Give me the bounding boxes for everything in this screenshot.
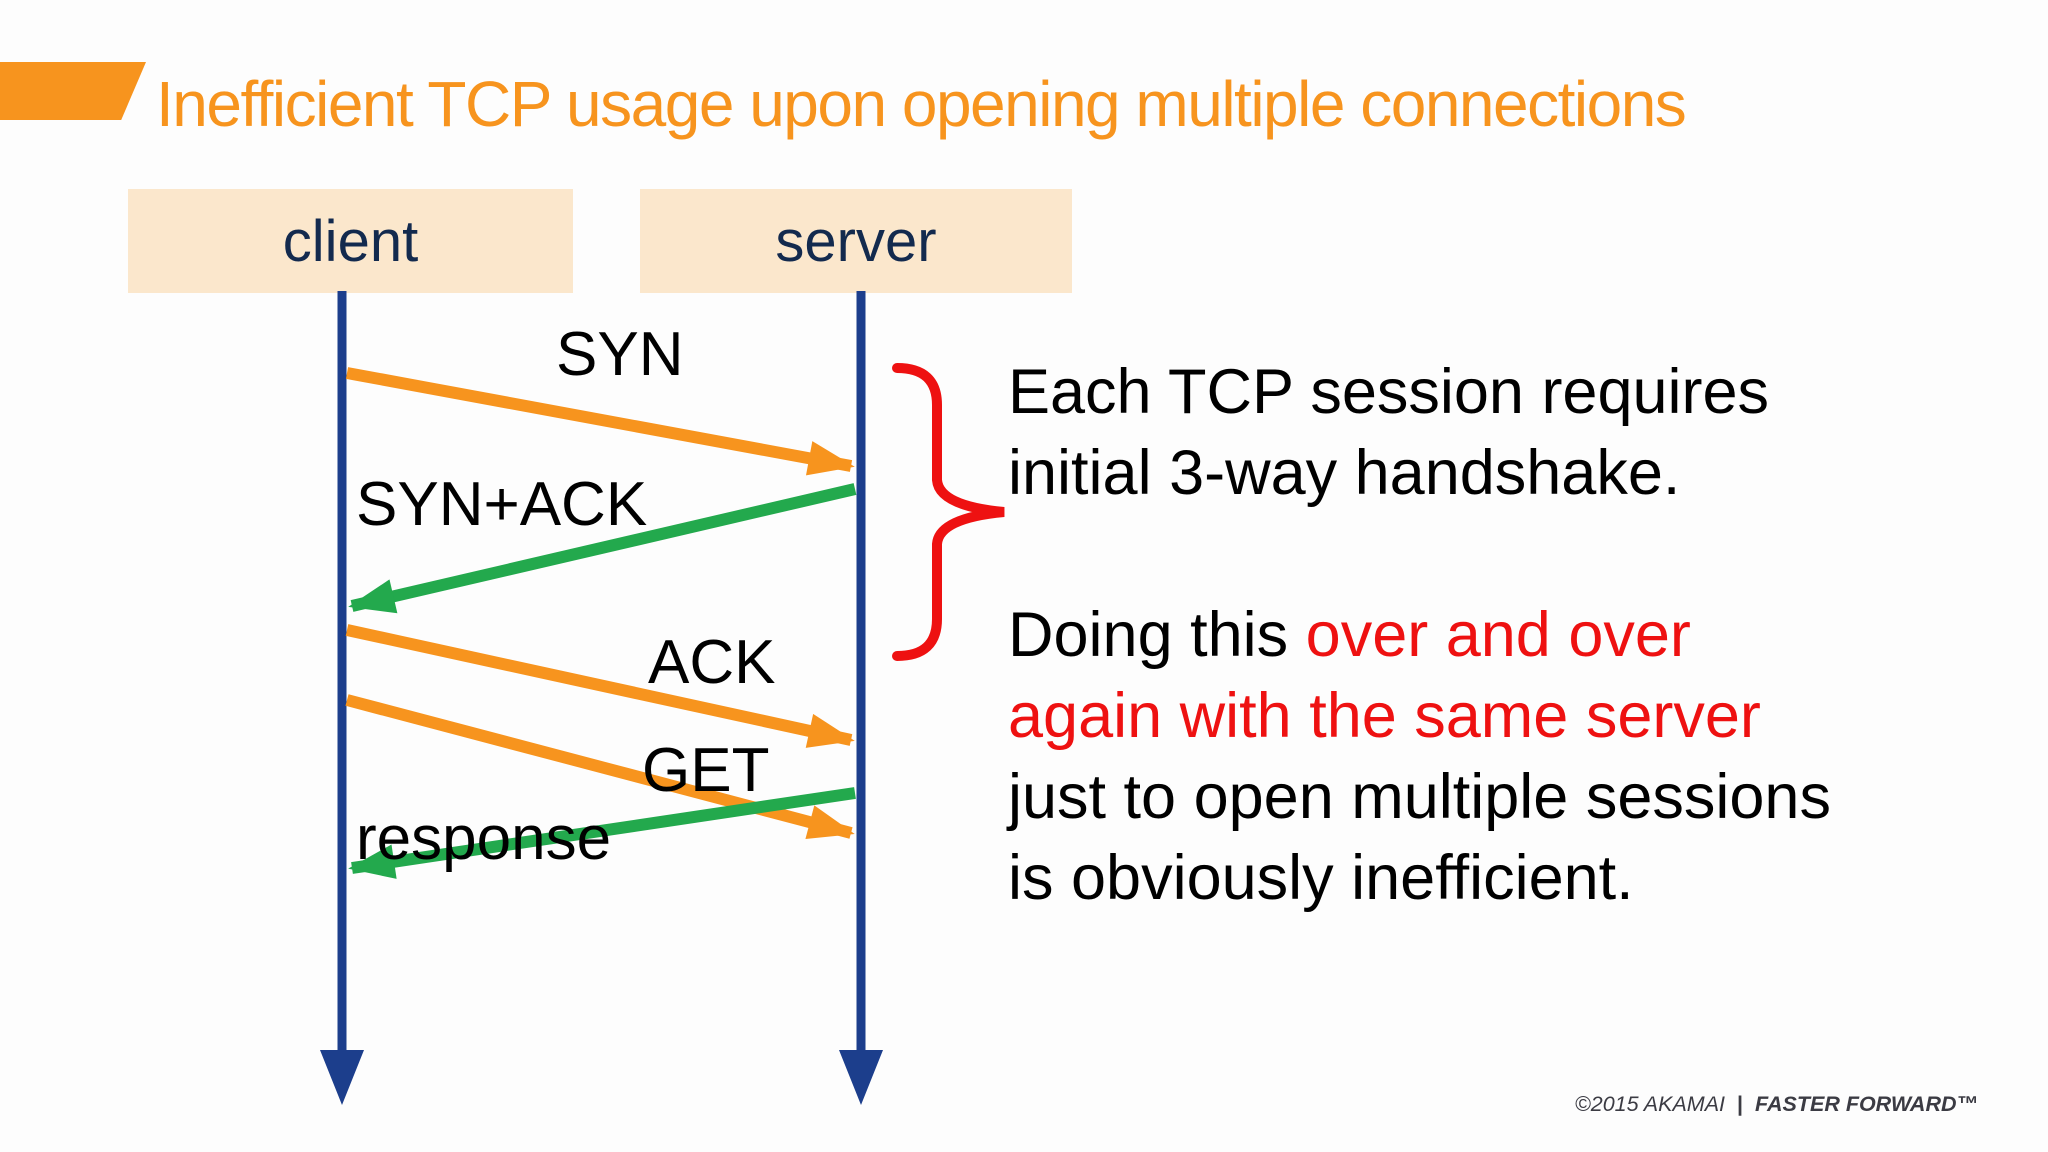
annotation-line: Each TCP session requires bbox=[1008, 352, 1831, 433]
message-label-response: response bbox=[356, 804, 612, 873]
arrow-syn bbox=[345, 367, 855, 476]
annotation-line: just to open multiple sessions bbox=[1008, 757, 1831, 838]
annotation-segment-red: over and over bbox=[1305, 600, 1691, 670]
actor-box-client: client bbox=[128, 189, 573, 293]
annotation-line: is obviously inefficient. bbox=[1008, 838, 1831, 919]
message-label-syn: SYN bbox=[556, 320, 684, 389]
annotation-segment: just to open multiple sessions bbox=[1008, 762, 1831, 832]
arrow-response bbox=[348, 787, 856, 879]
slide-footer: ©2015 AKAMAI | FASTER FORWARD™ bbox=[1575, 1092, 1978, 1117]
actor-box-server: server bbox=[640, 189, 1072, 293]
actor-label-server: server bbox=[775, 208, 937, 274]
title-accent-parallelogram bbox=[0, 62, 146, 120]
actor-label-client: client bbox=[282, 208, 419, 274]
slide-title: Inefficient TCP usage upon opening multi… bbox=[156, 68, 1687, 140]
footer-tagline: FASTER FORWARD™ bbox=[1755, 1092, 1978, 1116]
handshake-grouping-brace bbox=[892, 363, 1005, 661]
arrow-syn-ack bbox=[348, 483, 857, 614]
footer-separator: | bbox=[1737, 1092, 1744, 1116]
client-lifeline-arrowhead-icon bbox=[320, 1050, 364, 1105]
annotation-segment: is obviously inefficient. bbox=[1008, 843, 1634, 913]
annotation-line bbox=[1008, 514, 1831, 595]
annotation-line: Doing this over and over bbox=[1008, 595, 1831, 676]
annotation-segment: initial 3-way handshake. bbox=[1008, 438, 1681, 508]
annotation-text: Each TCP session requires initial 3-way h… bbox=[1008, 352, 1831, 919]
annotation-segment: Doing this bbox=[1008, 600, 1306, 670]
footer-copyright: ©2015 AKAMAI bbox=[1574, 1092, 1726, 1116]
arrow-ack bbox=[345, 624, 855, 748]
annotation-segment: Each TCP session requires bbox=[1008, 357, 1770, 427]
message-label-get: GET bbox=[642, 736, 770, 805]
annotation-line: initial 3-way handshake. bbox=[1008, 433, 1831, 514]
annotation-segment-red: again with the same server bbox=[1008, 681, 1761, 751]
message-label-syn-ack: SYN+ACK bbox=[356, 470, 648, 539]
annotation-line: again with the same server bbox=[1008, 676, 1831, 757]
server-lifeline-arrowhead-icon bbox=[839, 1050, 883, 1105]
message-label-ack: ACK bbox=[648, 628, 776, 697]
